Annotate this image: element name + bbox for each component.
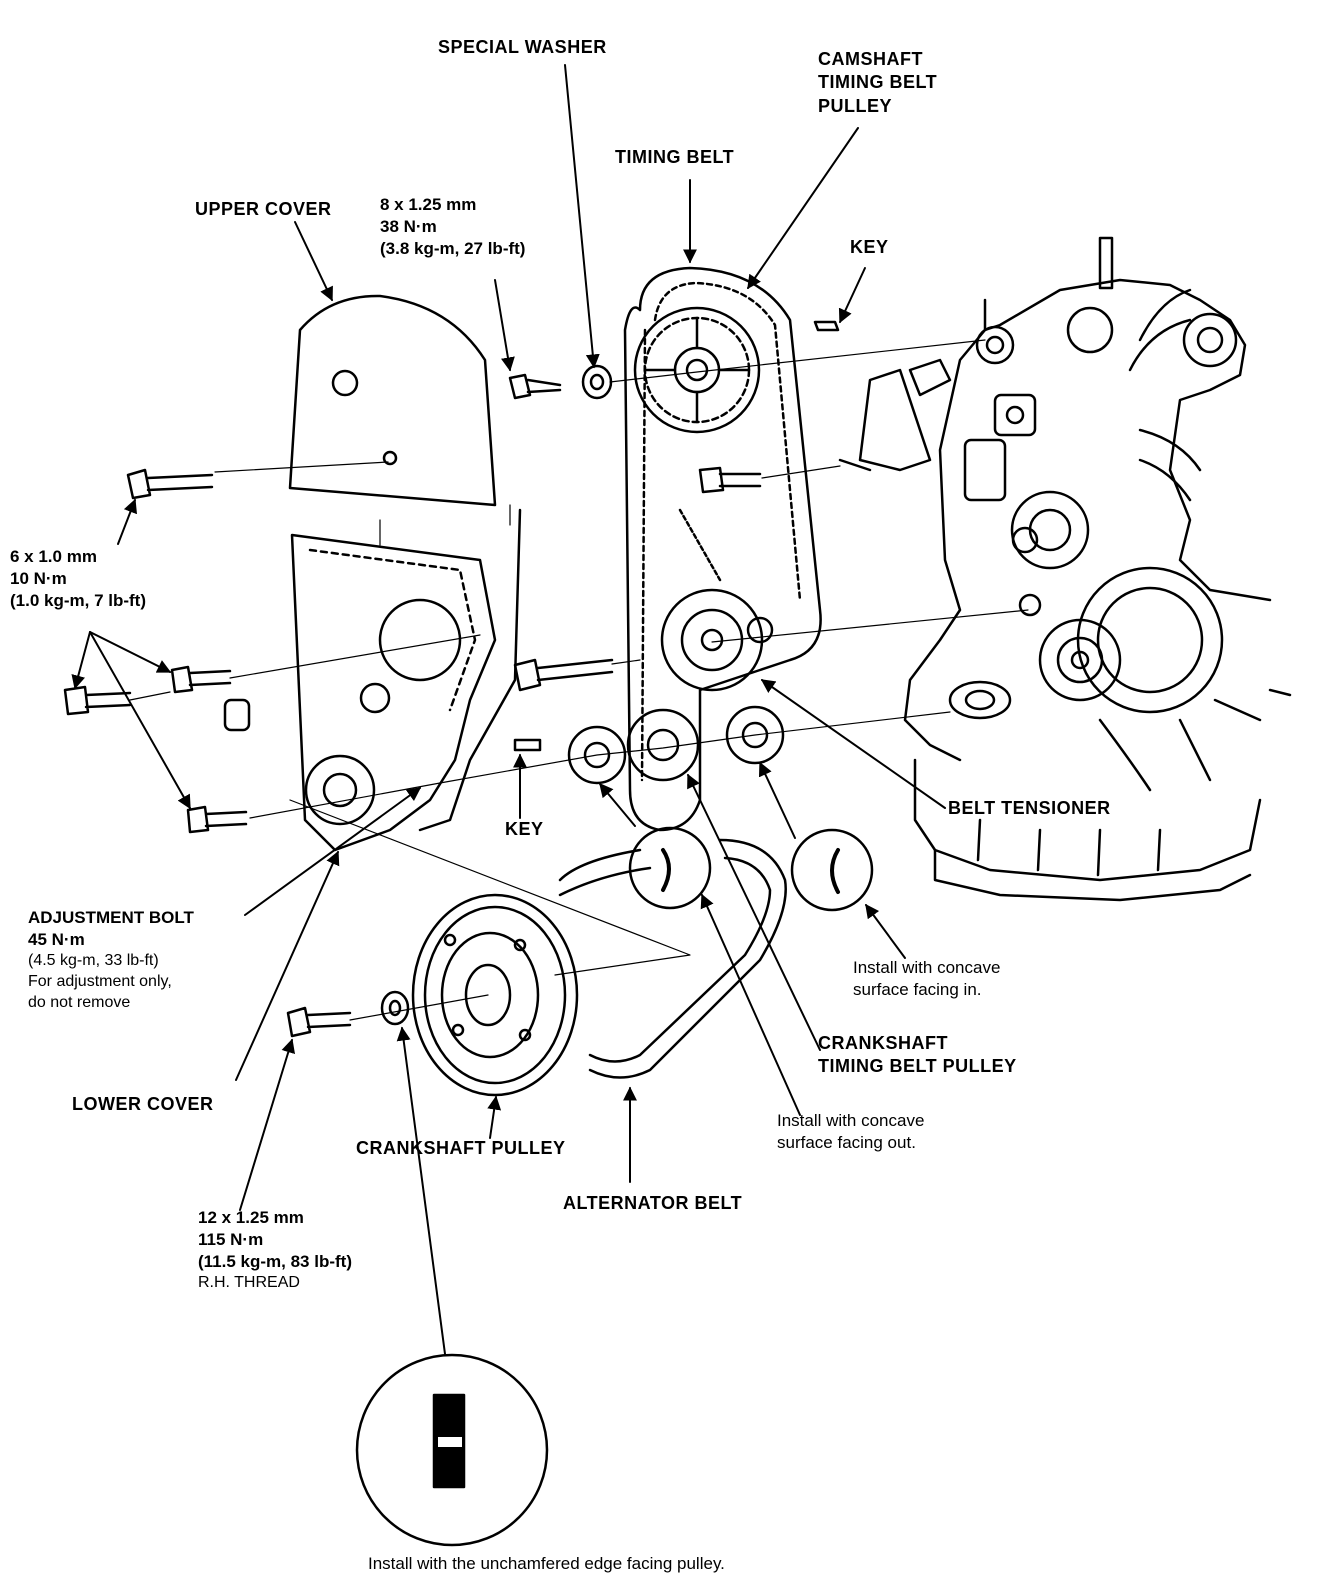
label-key-top: KEY [850,237,889,257]
detail-circle-concave-out [628,826,712,910]
plug-shape [223,698,251,732]
upper-cover-shape [288,294,497,507]
label-lower-cover: LOWER COVER [72,1094,214,1114]
special-washer-shape [581,364,613,400]
key-mid-shape [513,738,542,752]
center-lines [129,339,1029,1021]
crankshaft-timing-pulley-shape [626,708,700,782]
label-unchamfered: Install with the unchamfered edge facing… [368,1554,725,1573]
crank-bolt-shape [286,990,410,1038]
alternator-belt-shape [558,838,787,1079]
crankshaft-pulley-shape [411,893,579,1097]
leader-arrows [71,64,946,1355]
label-belt-tensioner: BELT TENSIONER [948,798,1111,818]
concave-washer-left [567,725,627,785]
label-adjustment-bolt: ADJUSTMENT BOLT 45 N·m (4.5 kg-m, 33 lb-… [28,908,194,1011]
detail-circle-unchamfered [355,1353,549,1547]
belt-tensioner-shape [660,588,774,692]
label-crankshaft-pulley: CRANKSHAFT PULLEY [356,1138,566,1158]
small-bolts [63,466,762,834]
label-key-mid: KEY [505,819,544,839]
label-timing-belt: TIMING BELT [615,147,735,167]
label-crank-bolt-spec: 12 x 1.25 mm 115 N·m (11.5 kg-m, 83 lb-f… [198,1208,352,1292]
label-special-washer: SPECIAL WASHER [438,37,607,57]
label-crankshaft-timing-pulley: CRANKSHAFT TIMING BELT PULLEY [818,1033,1017,1077]
tensioner-spring [678,508,722,582]
concave-washer-right [725,705,785,765]
label-small-bolt-spec: 6 x 1.0 mm 10 N·m (1.0 kg-m, 7 lb-ft) [10,547,147,611]
label-upper-bolt-spec: 8 x 1.25 mm 38 N·m (3.8 kg-m, 27 lb-ft) [380,195,526,259]
label-camshaft-pulley: CAMSHAFT TIMING BELT PULLEY [818,49,938,116]
label-alternator-belt: ALTERNATOR BELT [563,1193,743,1213]
lower-cover-shape [290,508,522,852]
engine-block [838,236,1292,902]
label-concave-in: Install with concave surface facing in. [853,958,1001,1000]
label-concave-out: Install with concave surface facing out. [777,1111,925,1153]
camshaft-pulley-shape [633,306,761,434]
detail-circle-concave-in [790,828,874,912]
timing-belt-shape [623,266,822,832]
label-upper-cover: UPPER COVER [195,199,332,219]
key-top-shape [813,320,840,332]
upper-bolt-shape [508,373,562,400]
